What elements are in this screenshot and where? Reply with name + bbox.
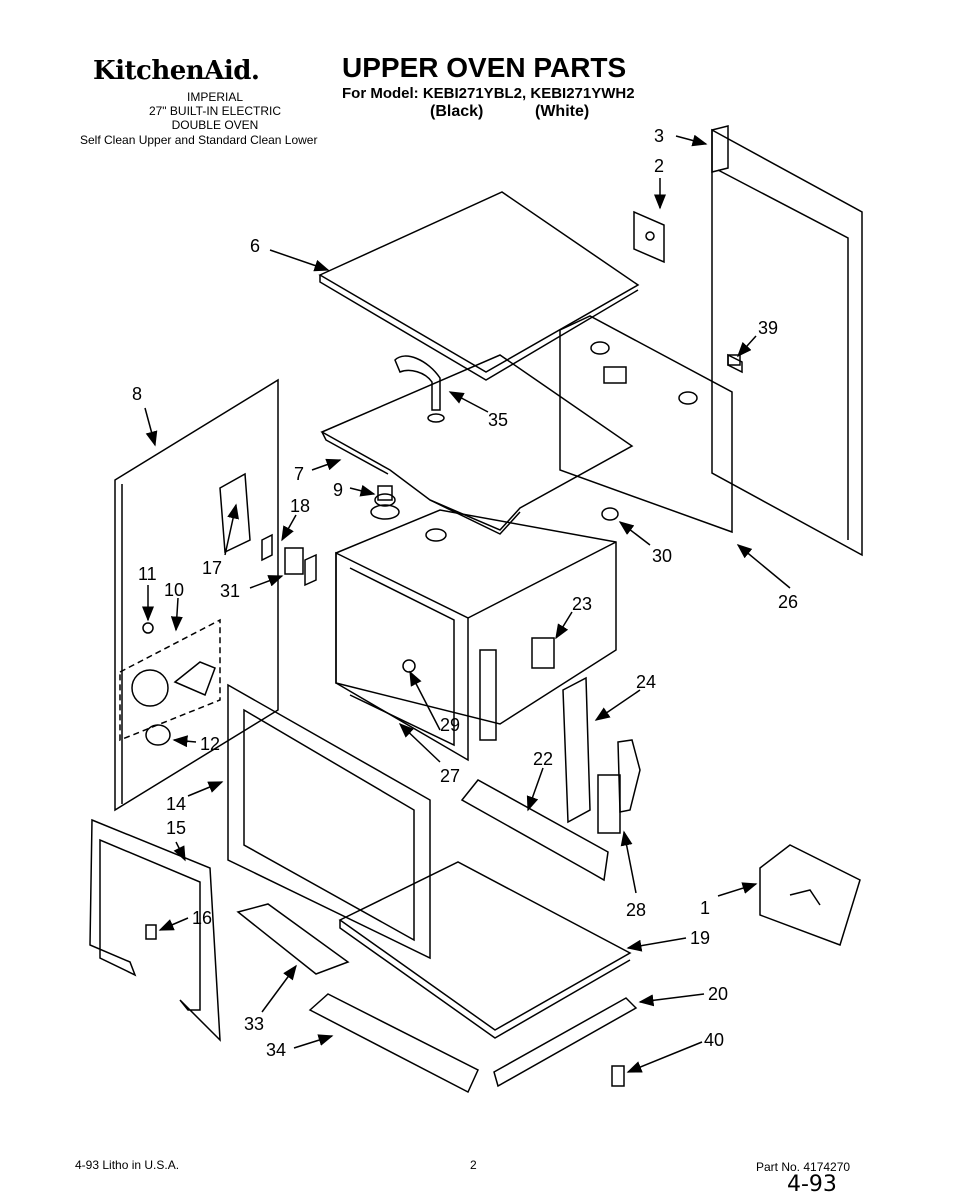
callout-14: 14	[166, 794, 186, 814]
part-latch	[562, 676, 641, 834]
callout-16: 16	[192, 908, 212, 928]
callout-30: 30	[652, 546, 672, 566]
callout-34: 34	[266, 1040, 286, 1060]
part-strip-front	[493, 997, 638, 1088]
part-terminal	[370, 485, 400, 520]
part-hinge-bracket	[531, 637, 555, 669]
callout-31: 31	[220, 581, 240, 601]
part-trim-panel	[759, 844, 861, 946]
part-plug	[402, 659, 416, 673]
brand-logo: KitchenAid.	[93, 56, 260, 86]
subtitle-clean: Self Clean Upper and Standard Clean Lowe…	[80, 133, 318, 147]
callout-40: 40	[704, 1030, 724, 1050]
part-gasket	[89, 818, 221, 1042]
part-strip-lower	[308, 993, 479, 1094]
callout-12: 12	[200, 734, 220, 754]
footer-part-number: Part No. 4174270	[756, 1160, 851, 1174]
part-mount-bracket	[219, 472, 251, 554]
callout-22: 22	[533, 749, 553, 769]
callout-29: 29	[440, 715, 460, 735]
callout-6: 6	[250, 236, 260, 256]
subtitle-double-oven: DOUBLE OVEN	[171, 118, 259, 132]
callout-35: 35	[488, 410, 508, 430]
part-vent-tube	[394, 355, 445, 423]
callout-27: 27	[440, 766, 460, 786]
model-white: (White)	[535, 103, 590, 120]
callout-26: 26	[778, 592, 798, 612]
callout-15: 15	[166, 818, 186, 838]
callout-28: 28	[626, 900, 646, 920]
part-rail	[460, 779, 609, 882]
callout-10: 10	[164, 580, 184, 600]
part-door-frame	[227, 683, 431, 960]
part-side-panel-left	[114, 378, 279, 812]
footer-handwritten-date: 4-93	[787, 1172, 837, 1197]
subtitle-imperial: IMPERIAL	[186, 90, 243, 104]
footer-litho: 4-93 Litho in U.S.A.	[75, 1158, 180, 1172]
part-oven-cavity	[335, 509, 617, 762]
part-switch	[261, 533, 317, 587]
callout-9: 9	[333, 480, 343, 500]
part-small-clip	[727, 354, 741, 366]
callout-33: 33	[244, 1014, 264, 1034]
page-title: UPPER OVEN PARTS	[342, 52, 627, 83]
part-side-panel-right	[711, 125, 863, 557]
part-clip-lower	[611, 1065, 625, 1087]
callout-39: 39	[758, 318, 778, 338]
callout-2: 2	[654, 156, 664, 176]
part-back-panel	[559, 315, 733, 534]
part-bottom-panel	[338, 861, 632, 1039]
callout-3: 3	[654, 126, 664, 146]
callout-19: 19	[690, 928, 710, 948]
part-top-panel	[318, 191, 640, 381]
part-bottom-trim	[236, 903, 350, 975]
callout-18: 18	[290, 496, 310, 516]
callout-17: 17	[202, 558, 222, 578]
part-bumper	[601, 507, 619, 521]
part-oven-top-tray	[320, 354, 634, 535]
callout-1: 1	[700, 898, 710, 918]
parts-diagram: 1 2 3 6 7 8 9 10 11 12 14 15 16 17 18 19…	[89, 125, 863, 1094]
part-light-assembly	[119, 618, 221, 746]
part-clip	[145, 924, 157, 940]
callout-8: 8	[132, 384, 142, 404]
model-black: (Black)	[430, 103, 484, 120]
callout-23: 23	[572, 594, 592, 614]
model-line: For Model: KEBI271YBL2, KEBI271YWH2	[342, 85, 635, 102]
part-bracket	[633, 210, 665, 264]
callout-24: 24	[636, 672, 656, 692]
subtitle-builtin: 27" BUILT-IN ELECTRIC	[148, 104, 282, 118]
footer-page-number: 2	[470, 1158, 477, 1172]
callout-11: 11	[138, 564, 157, 584]
callout-20: 20	[708, 984, 728, 1004]
callout-7: 7	[294, 464, 304, 484]
